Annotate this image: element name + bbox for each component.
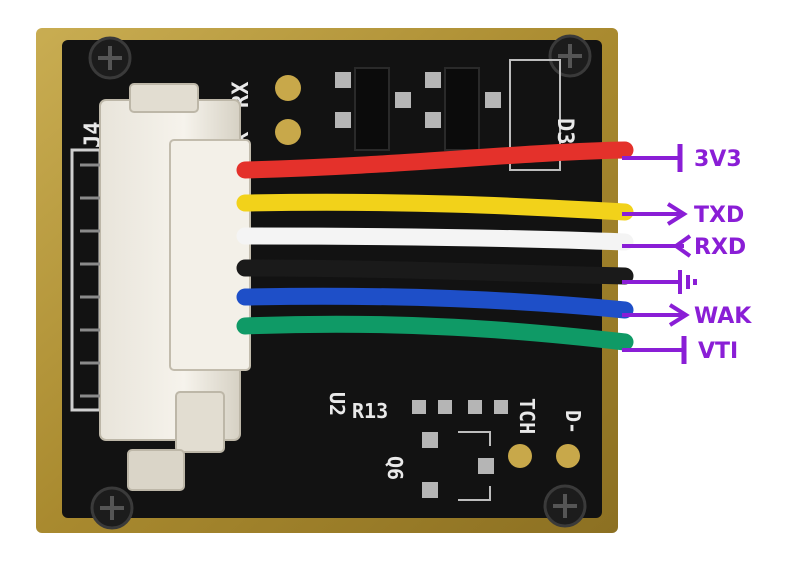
screw-icon xyxy=(90,486,134,530)
pin-annotation-vti: VTI xyxy=(622,336,738,364)
smd-pad xyxy=(422,432,438,448)
wire-green xyxy=(236,315,634,351)
arrow-right-icon xyxy=(668,303,690,327)
connector-latch xyxy=(127,449,185,491)
pin-label-wak: WAK xyxy=(694,304,752,329)
wire-white xyxy=(236,227,634,251)
transistor-right xyxy=(444,67,480,151)
wire-blue xyxy=(236,287,634,319)
screw-icon xyxy=(543,484,587,528)
pin-annotation-wak: WAK xyxy=(622,303,752,329)
connector-plug xyxy=(169,139,251,371)
screw-icon xyxy=(88,36,132,80)
screw-icon xyxy=(548,34,592,78)
smd-pad xyxy=(494,400,508,414)
ground-icon xyxy=(678,270,697,294)
tch-test-pad xyxy=(508,444,532,468)
pin-annotation-rxd: RXD xyxy=(622,234,746,260)
smd-pad xyxy=(425,72,441,88)
pin-annotation-ground xyxy=(622,270,697,294)
smd-pad xyxy=(468,400,482,414)
tx-test-pad xyxy=(275,119,301,145)
pin-annotation-3v3: 3V3 xyxy=(622,144,742,172)
smd-pad xyxy=(412,400,426,414)
connector-lip-bottom xyxy=(175,391,225,453)
pin-label-3v3: 3V3 xyxy=(694,147,742,172)
label-r13: R13 xyxy=(352,399,388,423)
wire-yellow xyxy=(236,193,634,221)
connector-pins xyxy=(80,163,100,398)
label-tch: TCH xyxy=(515,398,539,434)
pin-label-txd: TXD xyxy=(694,203,744,228)
label-q6: Q6 xyxy=(383,456,407,480)
smd-pad xyxy=(485,92,501,108)
d3-outline xyxy=(509,59,561,171)
d-minus-test-pad xyxy=(556,444,580,468)
label-d3: D3 xyxy=(552,118,577,145)
wire-black xyxy=(236,259,634,285)
smd-pad xyxy=(438,400,452,414)
label-u2: U2 xyxy=(325,392,349,416)
wire-red xyxy=(236,141,634,179)
smd-pad xyxy=(425,112,441,128)
arrow-left-icon xyxy=(672,234,692,258)
smd-pad xyxy=(335,72,351,88)
smd-pad xyxy=(335,112,351,128)
rx-test-pad xyxy=(275,75,301,101)
smd-pad xyxy=(422,482,438,498)
label-d-minus: D- xyxy=(561,410,585,434)
arrow-right-icon xyxy=(666,202,688,226)
q6-outline xyxy=(458,431,491,501)
pin-annotation-txd: TXD xyxy=(622,202,744,228)
transistor-left xyxy=(354,67,390,151)
smd-pad xyxy=(478,458,494,474)
smd-pad xyxy=(395,92,411,108)
pin-label-vti: VTI xyxy=(698,339,738,364)
connector-lip-top xyxy=(129,83,199,113)
pin-label-rxd: RXD xyxy=(694,235,746,260)
